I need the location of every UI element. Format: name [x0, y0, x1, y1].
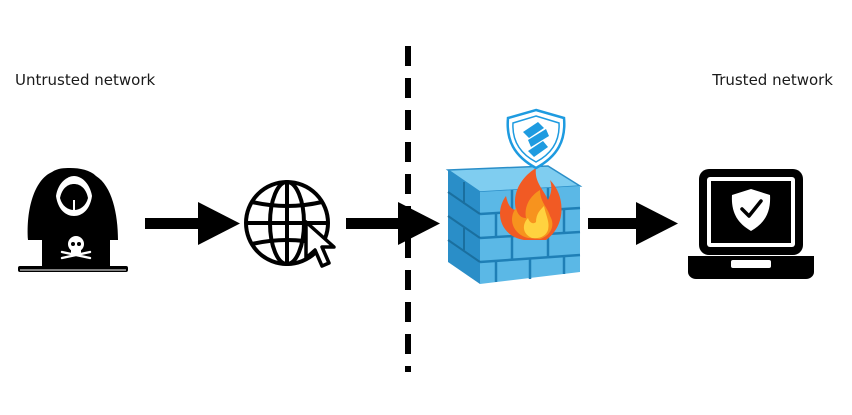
shield-badge-icon — [506, 108, 566, 170]
trusted-network-label: Trusted network — [712, 71, 833, 89]
laptop-shield-icon — [688, 169, 814, 279]
hacker-icon — [18, 168, 128, 272]
skull-icon — [60, 236, 92, 260]
untrusted-network-label: Untrusted network — [15, 71, 156, 89]
firewall-icon — [445, 165, 583, 284]
arrow-web-to-firewall — [346, 202, 440, 245]
globe-cursor-icon — [244, 180, 336, 268]
flame-icon — [500, 168, 562, 240]
arrow-hacker-to-web — [145, 202, 240, 245]
arrow-firewall-to-laptop — [588, 202, 678, 245]
